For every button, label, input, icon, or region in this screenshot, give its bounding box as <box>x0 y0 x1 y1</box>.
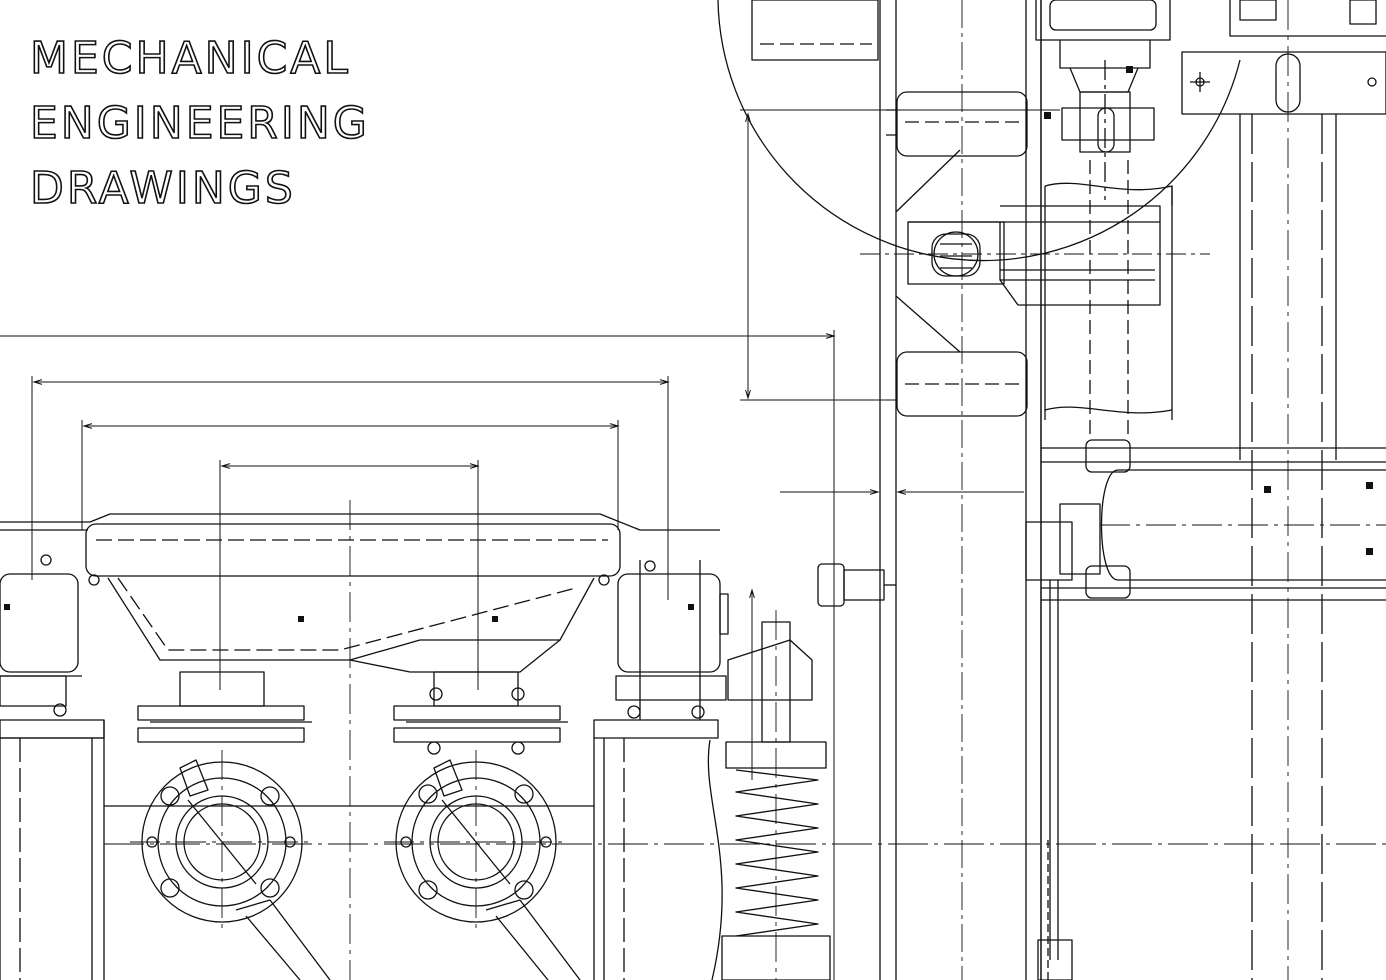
butterfly-valve-right <box>384 750 580 980</box>
title-line-3: DRAWINGS <box>29 162 296 215</box>
title-line-2: ENGINEERING <box>29 97 370 150</box>
spring-assembly <box>708 564 896 980</box>
title-line-1: MECHANICAL <box>29 32 351 85</box>
title-block: MECHANICAL ENGINEERING DRAWINGS <box>29 26 370 221</box>
hopper-assembly <box>0 500 728 980</box>
reference-marks <box>4 66 1373 622</box>
horizontal-shaft <box>1026 440 1386 980</box>
butterfly-valve-left <box>130 750 330 980</box>
detail-circle-view <box>718 0 1386 980</box>
dimension-lines <box>0 110 1060 980</box>
machine-base <box>0 688 1386 980</box>
